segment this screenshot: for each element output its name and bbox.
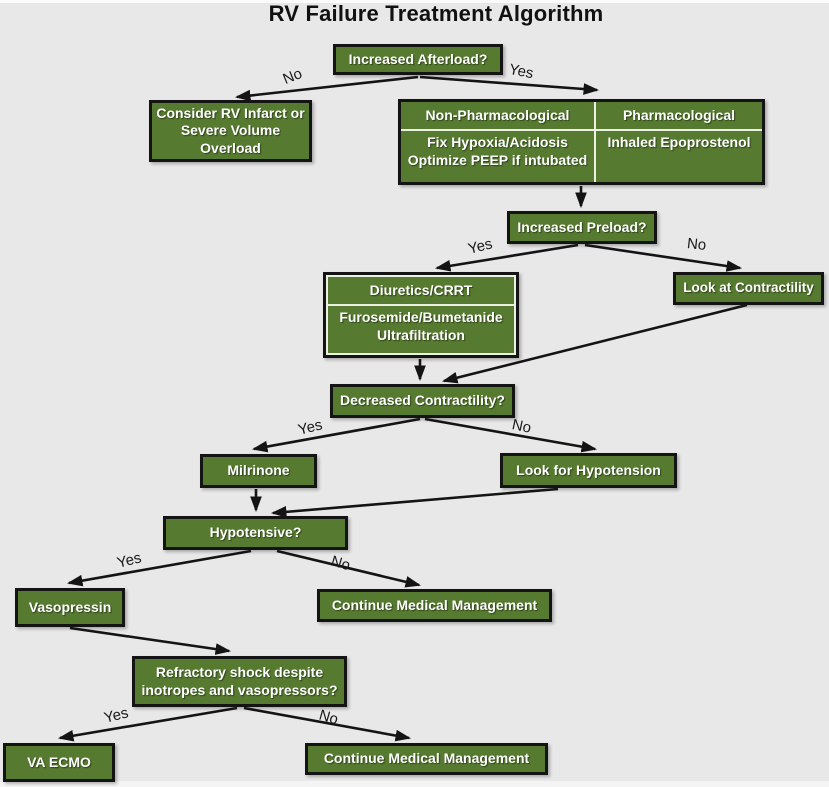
edge-decreased-no bbox=[424, 417, 598, 453]
node-va-ecmo: VA ECMO bbox=[3, 743, 115, 782]
top-edge-strip bbox=[0, 0, 829, 3]
node-milrinone: Milrinone bbox=[200, 454, 317, 488]
node-increased-afterload: Increased Afterload? bbox=[333, 44, 503, 75]
node-increased-preload: Increased Preload? bbox=[507, 211, 657, 244]
afterload-table-pharm-body: Inhaled Epoprostenol bbox=[596, 131, 762, 182]
edge-label-decreased-yes: Yes bbox=[296, 416, 325, 439]
edge-label-afterload-no: No bbox=[280, 65, 305, 88]
node-vasopressin: Vasopressin bbox=[15, 588, 125, 627]
diuretics-table-line2: Ultrafiltration bbox=[377, 326, 465, 343]
node-consider-rv-infarct: Consider RV Infarct or Severe Volume Ove… bbox=[149, 100, 312, 162]
edge-vasopressin-to-refractory bbox=[69, 626, 232, 655]
afterload-table-non-pharm-line1: Fix Hypoxia/Acidosis bbox=[427, 134, 568, 150]
node-diuretics-table: Diuretics/CRRT Furosemide/Bumetanide Ult… bbox=[323, 272, 519, 358]
edge-label-decreased-no: No bbox=[510, 416, 533, 437]
node-decreased-contractility: Decreased Contractility? bbox=[330, 384, 515, 418]
edge-label-hypotensive-yes: Yes bbox=[115, 549, 144, 572]
node-refractory-shock-line2: inotropes and vasopressors? bbox=[141, 681, 338, 698]
afterload-table-non-pharm-body: Fix Hypoxia/Acidosis Optimize PEEP if in… bbox=[401, 131, 594, 182]
edge-afterload-no bbox=[234, 75, 419, 102]
diuretics-table-header: Diuretics/CRRT bbox=[328, 277, 514, 304]
edge-afterload-yes bbox=[419, 75, 600, 95]
edge-label-preload-no: No bbox=[686, 235, 708, 254]
node-hypotensive-label: Hypotensive? bbox=[209, 524, 302, 541]
edge-label-refractory-yes: Yes bbox=[102, 704, 131, 727]
node-increased-preload-label: Increased Preload? bbox=[517, 218, 647, 235]
edge-decreased-yes bbox=[251, 417, 421, 453]
node-look-for-hypotension: Look for Hypotension bbox=[500, 453, 677, 488]
edge-preload-no bbox=[584, 243, 743, 272]
node-look-at-contractility-label: Look at Contractility bbox=[683, 280, 814, 296]
edge-label-hypotensive-no: No bbox=[329, 552, 353, 575]
node-milrinone-label: Milrinone bbox=[227, 462, 290, 479]
edge-label-preload-yes: Yes bbox=[466, 235, 495, 258]
node-refractory-shock: Refractory shock despite inotropes and v… bbox=[132, 656, 347, 707]
edge-hypotensive-yes bbox=[66, 549, 252, 587]
edge-label-refractory-no: No bbox=[317, 706, 341, 729]
node-look-for-hypotension-label: Look for Hypotension bbox=[516, 461, 661, 478]
node-continue-medical-management-lower: Continue Medical Management bbox=[305, 743, 548, 775]
edge-hypotension-to-hypotensive bbox=[270, 487, 559, 518]
node-increased-afterload-label: Increased Afterload? bbox=[348, 50, 488, 67]
node-consider-rv-infarct-line1: Consider RV Infarct or bbox=[156, 105, 305, 122]
diuretics-table-body: Furosemide/Bumetanide Ultrafiltration bbox=[328, 306, 514, 353]
afterload-table-non-pharm-line2: Optimize PEEP if intubated bbox=[407, 151, 588, 168]
afterload-table-non-pharm-header: Non-Pharmacological bbox=[401, 102, 594, 129]
node-vasopressin-label: Vasopressin bbox=[28, 598, 112, 615]
afterload-table-pharm-body-text: Inhaled Epoprostenol bbox=[607, 134, 751, 150]
node-afterload-treatment-table: Non-Pharmacological Pharmacological Fix … bbox=[398, 99, 765, 185]
edge-label-afterload-yes: Yes bbox=[507, 60, 535, 83]
node-refractory-shock-line1: Refractory shock despite bbox=[155, 664, 324, 681]
node-va-ecmo-label: VA ECMO bbox=[27, 753, 91, 770]
node-consider-rv-infarct-line2: Severe Volume bbox=[180, 122, 281, 139]
node-hypotensive: Hypotensive? bbox=[163, 516, 348, 550]
node-cmm-lower-label: Continue Medical Management bbox=[323, 750, 530, 767]
bottom-edge-strip bbox=[0, 781, 829, 787]
node-consider-rv-infarct-line3: Overload bbox=[200, 139, 261, 156]
node-cmm-upper-label: Continue Medical Management bbox=[331, 596, 538, 613]
node-continue-medical-management-upper: Continue Medical Management bbox=[317, 589, 552, 622]
node-look-at-contractility: Look at Contractility bbox=[673, 272, 824, 305]
node-decreased-contractility-label: Decreased Contractility? bbox=[340, 392, 505, 409]
edge-preload-yes bbox=[434, 243, 579, 272]
edge-refractory-yes bbox=[57, 706, 238, 742]
afterload-table-pharm-header: Pharmacological bbox=[596, 102, 762, 129]
diuretics-table-line1: Furosemide/Bumetanide bbox=[339, 309, 503, 325]
diagram-title: RV Failure Treatment Algorithm bbox=[268, 1, 604, 26]
